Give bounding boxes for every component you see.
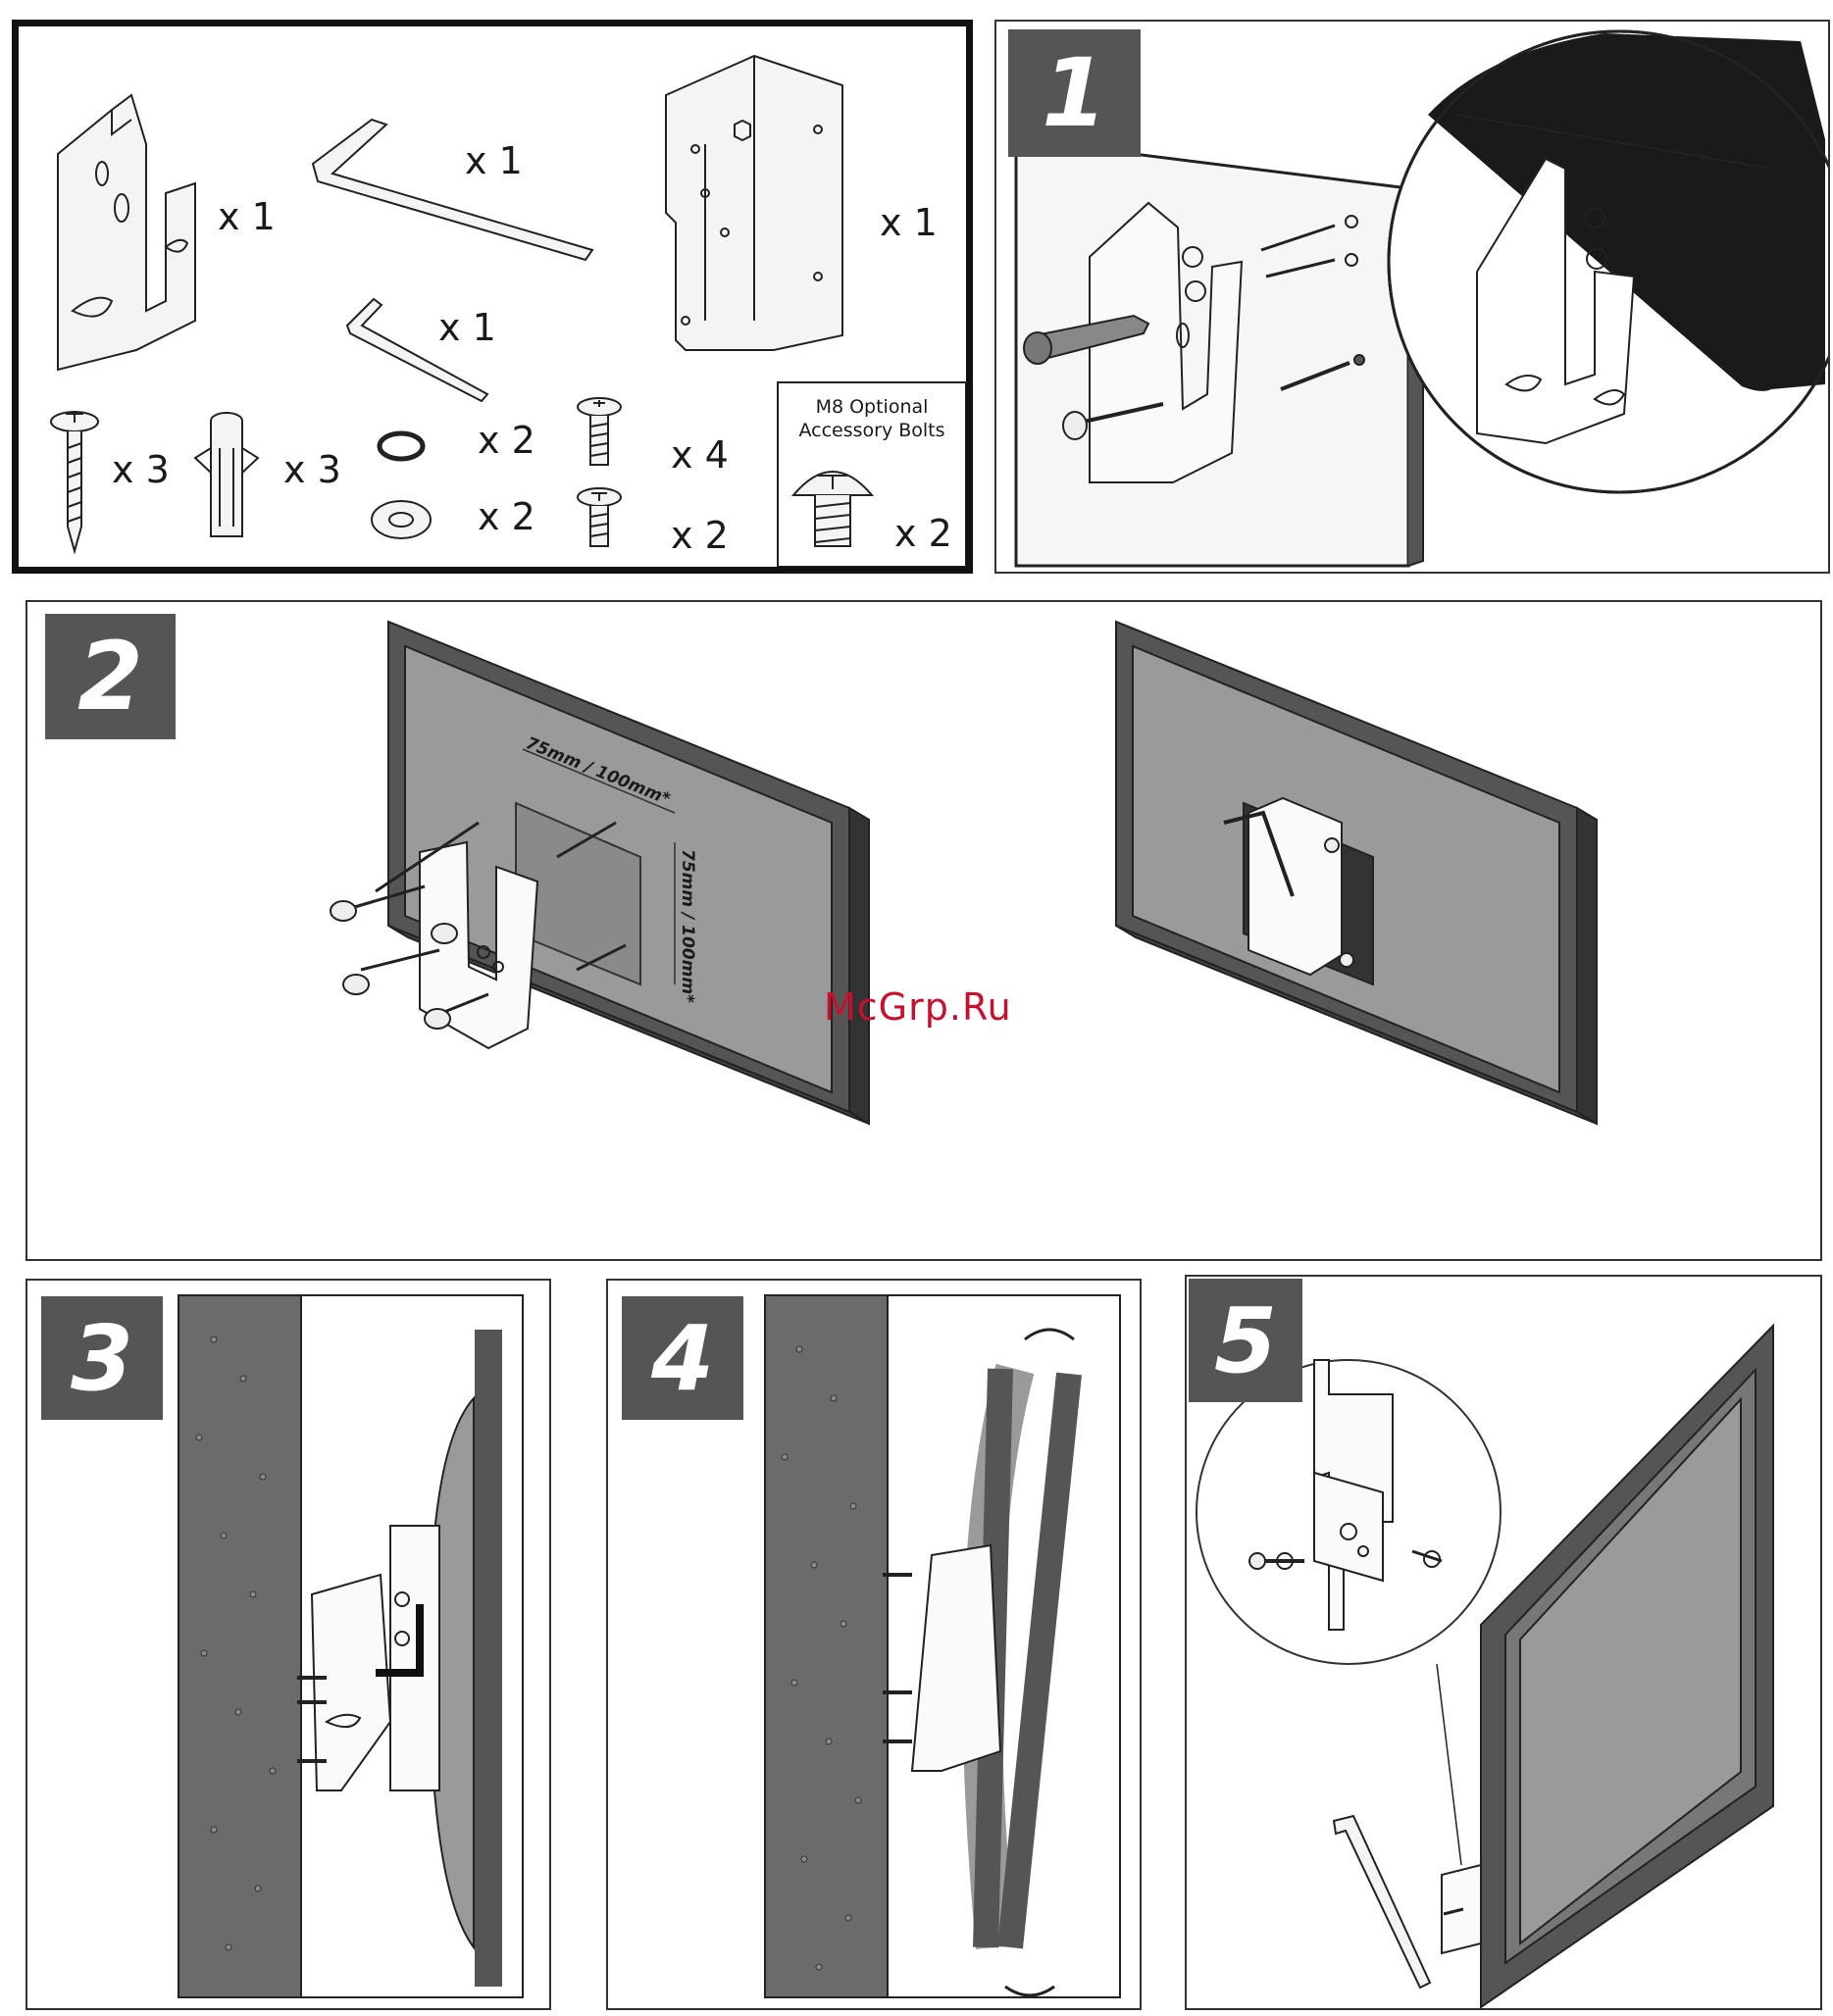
step1-panel: 1 — [994, 20, 1830, 574]
step5-panel: 5 — [1185, 1275, 1822, 2010]
step1-badge: 1 — [1008, 29, 1141, 157]
wall-section — [178, 1295, 301, 1997]
step5-number: 5 — [1214, 1288, 1277, 1393]
wall-bracket-part — [58, 95, 195, 370]
watermark: McGrp.Ru — [824, 985, 1012, 1029]
step3-badge: 3 — [41, 1296, 163, 1420]
tv-left — [331, 622, 869, 1124]
optional-title-line2: Accessory Bolts — [780, 419, 964, 442]
step4-badge: 4 — [622, 1296, 743, 1420]
bolt-a-qty: x 4 — [671, 433, 729, 477]
plug-qty: x 3 — [283, 448, 341, 491]
step2-badge: 2 — [45, 614, 176, 739]
screw-qty: x 3 — [112, 448, 170, 491]
flat-washer-qty: x 2 — [478, 495, 535, 538]
m6-bolt-short-part — [578, 488, 621, 546]
long-key-qty: x 1 — [465, 139, 523, 182]
optional-bolts-title: M8 Optional Accessory Bolts — [780, 395, 964, 442]
step2-number: 2 — [77, 622, 143, 731]
m6-bolt-long-part — [578, 398, 621, 465]
step3-panel: 3 — [25, 1279, 551, 2010]
bolt-b-qty: x 2 — [671, 514, 729, 557]
short-key-qty: x 1 — [438, 306, 496, 349]
wood-screw-part — [51, 412, 98, 551]
optional-title-line1: M8 Optional — [780, 395, 964, 419]
step2-drawing: 75mm / 100mm* 75mm / 100mm* — [27, 602, 1820, 1259]
tv-plate-part — [666, 56, 842, 350]
step1-number: 1 — [1042, 38, 1107, 148]
step4-panel: 4 — [606, 1279, 1142, 2010]
bracket-qty: x 1 — [218, 195, 276, 238]
step5-badge: 5 — [1189, 1279, 1302, 1402]
step2-panel: 75mm / 100mm* 75mm / 100mm* 2 — [25, 600, 1822, 1261]
optional-qty: x 2 — [894, 512, 952, 555]
dim-vertical: 75mm / 100mm* — [678, 849, 697, 1003]
wall-section-4 — [765, 1295, 888, 1997]
step4-number: 4 — [651, 1306, 714, 1411]
flat-washer-part — [372, 501, 431, 538]
plate-qty: x 1 — [880, 201, 938, 244]
spring-washer-part — [380, 433, 423, 459]
step3-number: 3 — [71, 1306, 133, 1411]
spring-washer-qty: x 2 — [478, 419, 535, 462]
wall-plug-part — [195, 413, 258, 536]
parts-panel: x 1 x 1 x 1 x 1 x 3 x 3 x 2 x 2 x 4 x 2 … — [12, 20, 973, 574]
tv-right — [1116, 622, 1597, 1124]
long-hex-key-part — [313, 120, 592, 260]
